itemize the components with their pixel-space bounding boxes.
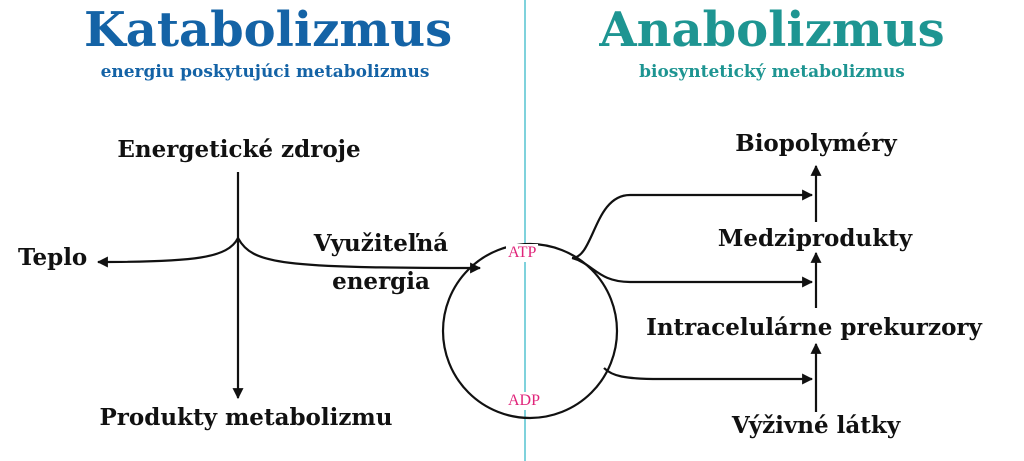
intermediates-label: Medziprodukty [717, 225, 913, 252]
adp-label: ADP [506, 392, 543, 410]
catabolism-title: Katabolizmus [84, 2, 453, 58]
precursors-label: Intracelulárne prekurzory [646, 314, 982, 341]
heat-arrow [96, 237, 239, 268]
catabolism-subtitle: energiu poskytujúci metabolizmus [100, 62, 430, 82]
anabolism-subtitle: biosyntetický metabolizmus [639, 62, 905, 82]
energy-sources-label: Energetické zdroje [117, 136, 361, 163]
usable-energy-label-line2: energia [332, 268, 430, 295]
metabolism-products-label: Produkty metabolizmu [99, 404, 393, 431]
atp-label: ATP [506, 244, 539, 262]
usable-energy-arrow [237, 237, 482, 274]
nutrients-label: Výživné látky [731, 412, 901, 439]
branch-to-precursors [571, 256, 814, 288]
branch-to-nutrients [603, 367, 814, 385]
usable-energy-label-line1: Využiteľná [313, 230, 449, 257]
branch-to-biopolymers [571, 189, 814, 260]
biopolymers-label: Biopolyméry [735, 130, 897, 157]
anabolism-title: Anabolizmus [599, 2, 945, 58]
heat-label: Teplo [18, 244, 88, 271]
